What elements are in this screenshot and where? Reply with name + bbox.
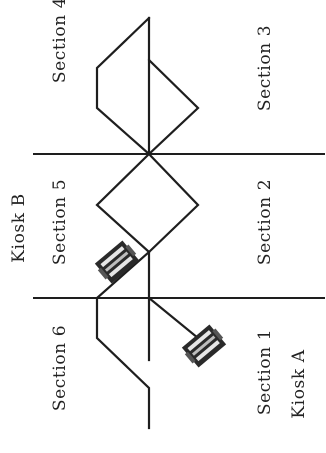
route-path-upper: [95, 16, 200, 156]
section-label-3: Section 3: [255, 25, 275, 111]
route-path-middle: [95, 152, 200, 254]
printer-icon: [181, 324, 227, 368]
kiosk-label-b: Kiosk B: [9, 193, 29, 263]
kiosk-label-a: Kiosk A: [289, 349, 309, 418]
printer-icon: [94, 240, 140, 284]
section-label-6: Section 6: [50, 325, 70, 411]
route-path-lower: [95, 250, 151, 430]
section-label-2: Section 2: [255, 179, 275, 265]
section-label-1: Section 1: [255, 329, 275, 415]
section-label-4: Section 4: [50, 0, 70, 83]
section-label-5: Section 5: [50, 179, 70, 265]
